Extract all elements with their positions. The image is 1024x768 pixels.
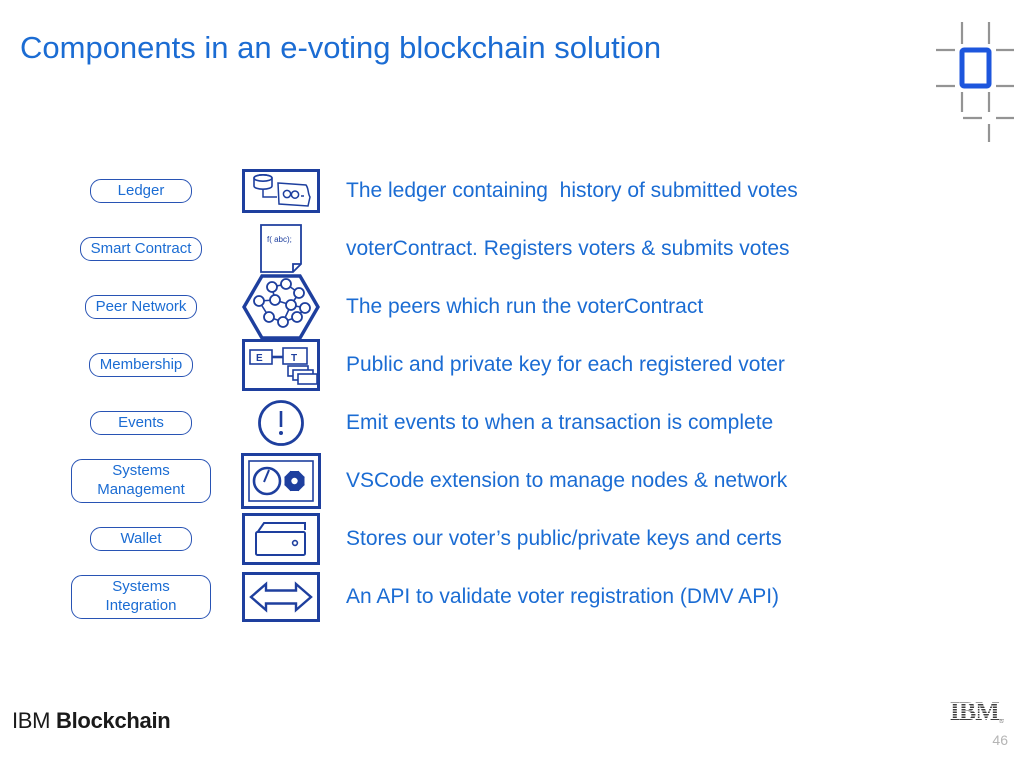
- label-smart-contract: Smart Contract: [79, 236, 203, 262]
- component-row-ledger: Ledger: [62, 178, 220, 204]
- ledger-icon: [242, 169, 320, 213]
- blockchain-wordmark: Blockchain: [56, 708, 171, 733]
- systems-integration-icon: [242, 572, 320, 622]
- description-systems-management: VSCode extension to manage nodes & netwo…: [346, 469, 788, 493]
- label-smart-contract-text: Smart Contract: [90, 239, 192, 257]
- ibm-blockchain-logo: IBM Blockchain: [12, 708, 171, 734]
- systems-management-icon: [241, 453, 321, 509]
- label-wallet: Wallet: [90, 526, 192, 552]
- components-list: Ledger The ledger containing history of …: [62, 162, 1016, 626]
- component-row-systems-management: Systems Management: [62, 459, 220, 503]
- wallet-icon: [242, 513, 320, 565]
- smart-contract-icon: f( abc);: [260, 224, 302, 273]
- description-wallet: Stores our voter’s public/private keys a…: [346, 527, 782, 551]
- ibm-8bar-logo: IBM®: [949, 697, 1005, 727]
- label-ledger-text: Ledger: [117, 181, 165, 199]
- description-peer-network: The peers which run the voterContract: [346, 295, 704, 319]
- svg-text:E: E: [256, 353, 263, 364]
- component-row-smart-contract: Smart Contract: [62, 236, 220, 262]
- label-systems-integration: Systems Integration: [71, 575, 211, 619]
- svg-text:f( abc);: f( abc);: [267, 235, 292, 244]
- description-membership: Public and private key for each register…: [346, 353, 785, 377]
- label-systems-integration-text: Systems Integration: [105, 578, 177, 614]
- label-systems-management: Systems Management: [71, 459, 211, 503]
- description-systems-integration: An API to validate voter registration (D…: [346, 585, 780, 609]
- peer-network-icon: [242, 274, 320, 340]
- label-ledger: Ledger: [90, 178, 192, 204]
- label-peer-network: Peer Network: [84, 294, 198, 320]
- hash-grid-decoration: [936, 22, 1014, 142]
- component-row-systems-integration: Systems Integration: [62, 575, 220, 619]
- label-peer-network-text: Peer Network: [95, 297, 187, 315]
- label-membership: Membership: [88, 352, 194, 378]
- component-row-membership: Membership: [62, 352, 220, 378]
- label-events: Events: [90, 410, 192, 436]
- description-ledger: The ledger containing history of submitt…: [346, 179, 798, 203]
- events-icon: [258, 400, 304, 446]
- page-title: Components in an e-voting blockchain sol…: [20, 30, 662, 65]
- ibm-wordmark: IBM: [12, 708, 51, 733]
- label-systems-management-text: Systems Management: [97, 462, 185, 498]
- registered-mark: ®: [998, 717, 1004, 725]
- page-number: 46: [992, 732, 1008, 748]
- label-membership-text: Membership: [99, 355, 183, 373]
- membership-icon: E T: [242, 339, 320, 391]
- component-row-wallet: Wallet: [62, 526, 220, 552]
- svg-text:T: T: [291, 353, 297, 364]
- label-wallet-text: Wallet: [120, 529, 162, 547]
- description-smart-contract: voterContract. Registers voters & submit…: [346, 237, 790, 261]
- component-row-events: Events: [62, 410, 220, 436]
- label-events-text: Events: [118, 413, 164, 431]
- component-row-peer-network: Peer Network: [62, 294, 220, 320]
- description-events: Emit events to when a transaction is com…: [346, 411, 774, 435]
